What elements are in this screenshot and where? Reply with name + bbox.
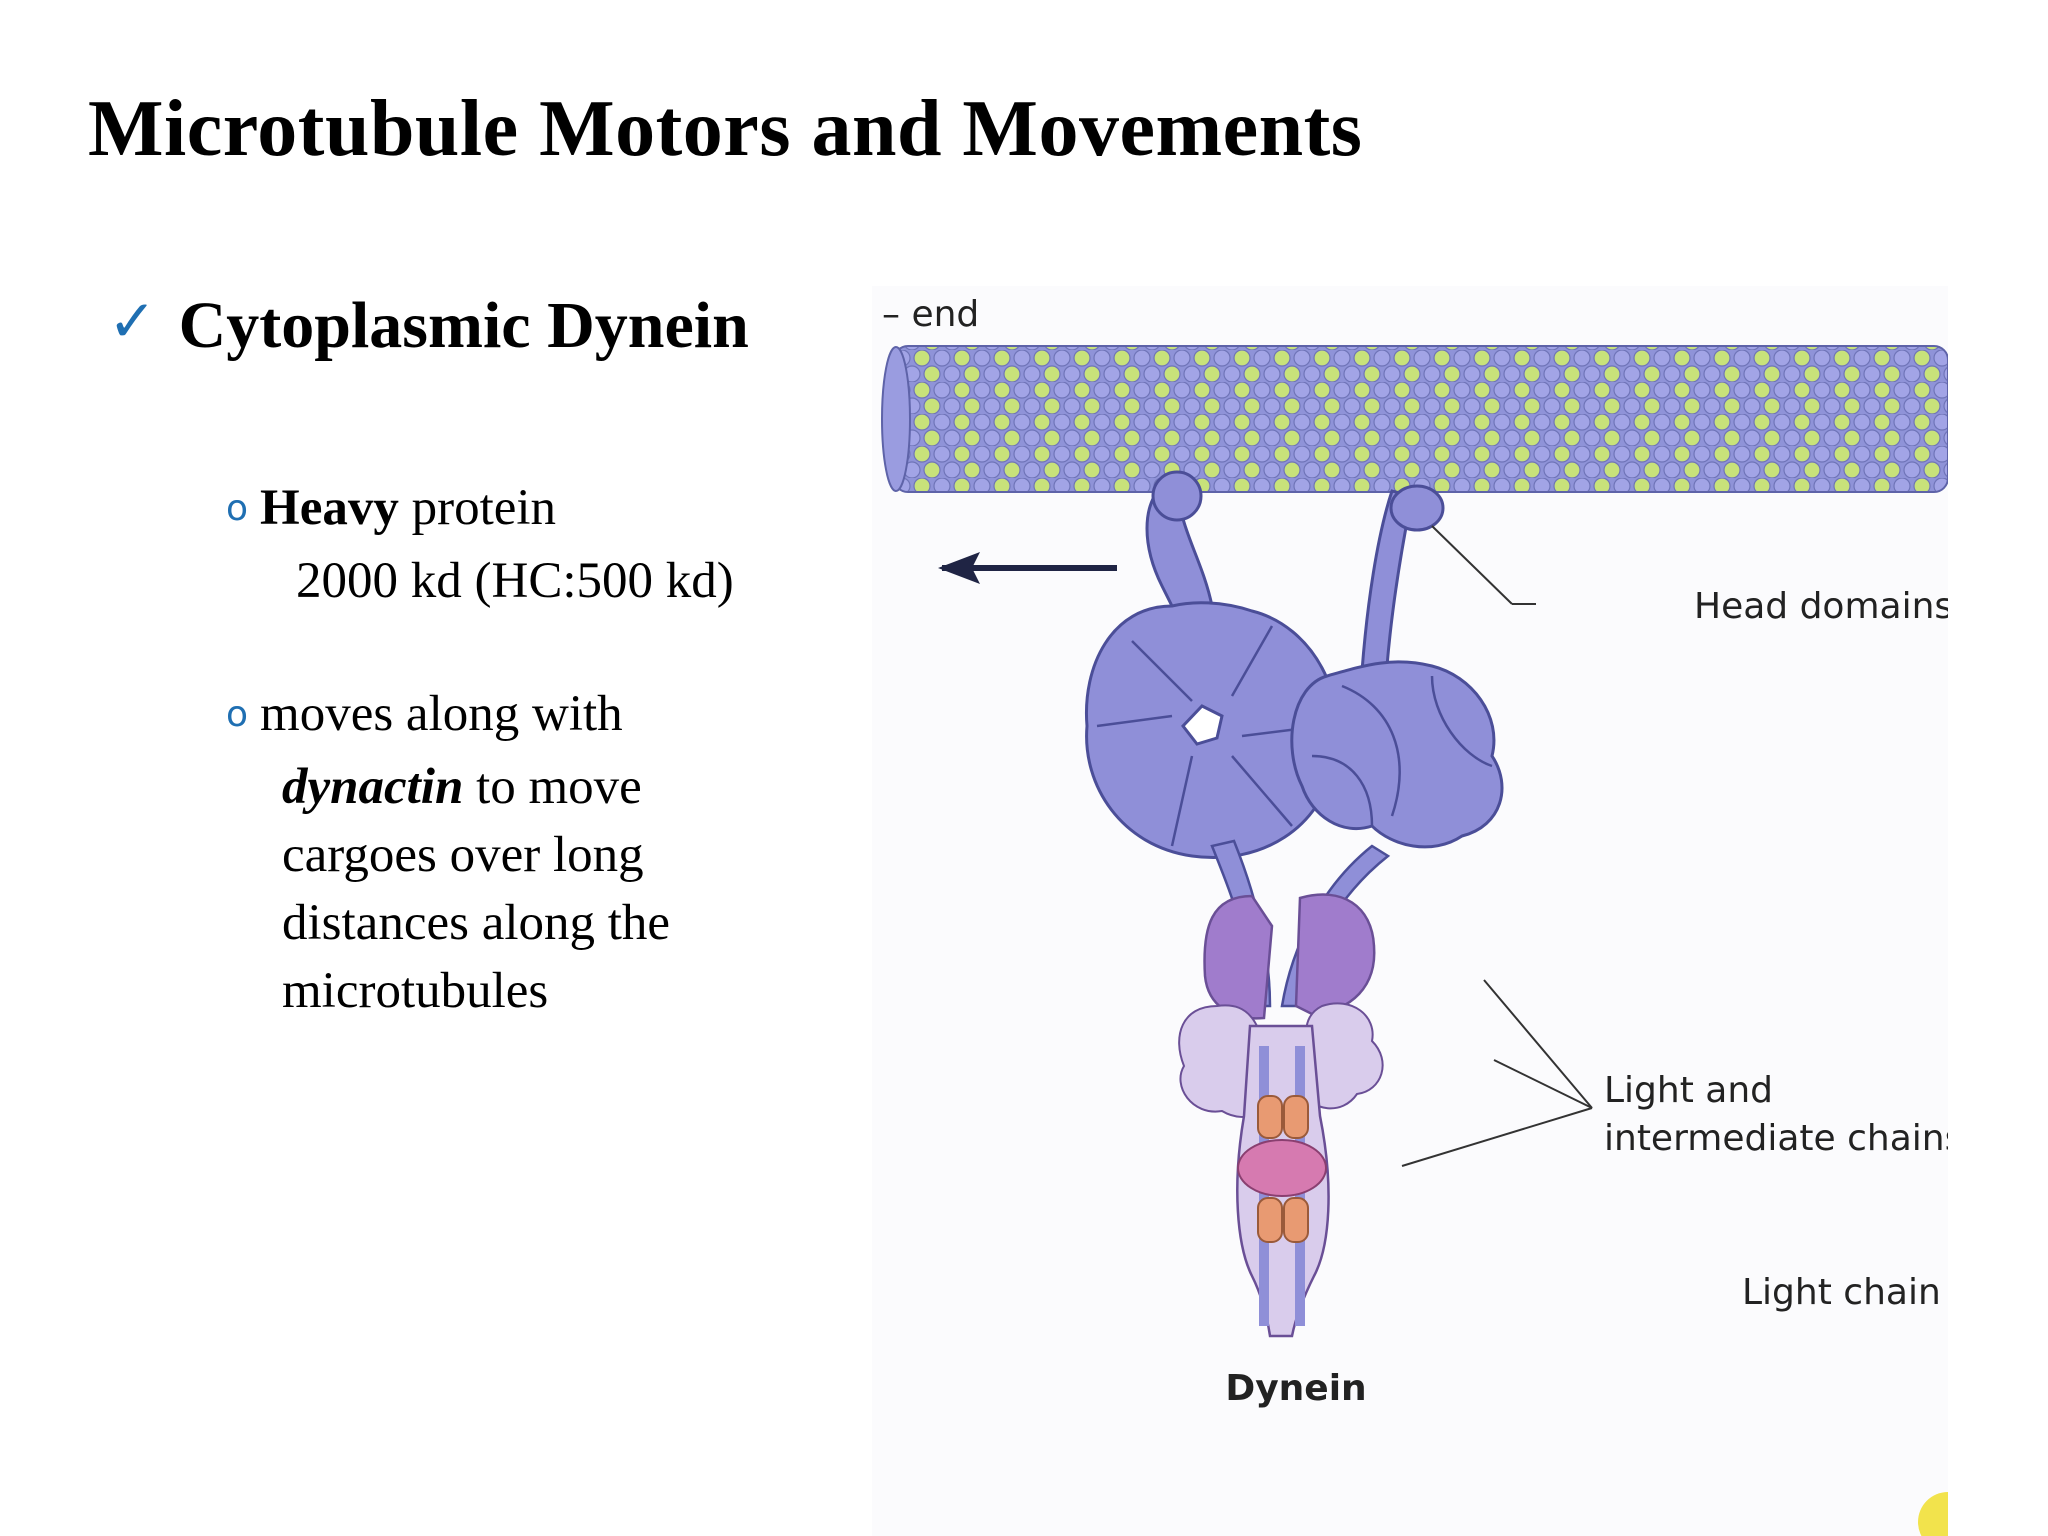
microtubule <box>881 345 1948 493</box>
dynactin-line-4: distances along the <box>282 895 671 951</box>
dynein-figure: – end <box>872 286 1948 1536</box>
dynactin-line-2: dynactin to move <box>226 753 670 821</box>
to-move-text: to move <box>463 759 642 815</box>
dynein-diagram-svg: – end <box>872 286 1948 1536</box>
bullet-heading: ✓ Cytoplasmic Dynein <box>108 288 749 364</box>
light-intermediate-label-2: intermediate chains <box>1604 1118 1948 1159</box>
dynactin-line-3: cargoes over long <box>282 827 644 883</box>
bullet-circle-icon: o <box>226 488 249 529</box>
leader-lines <box>1401 525 1593 1167</box>
protein-word: protein <box>398 480 557 536</box>
checkmark-icon: ✓ <box>108 289 157 354</box>
head-domain-tip <box>1389 484 1445 532</box>
subbullet-heavy-protein: o Heavy protein 2000 kd (HC:500 kd) <box>226 474 734 615</box>
dynactin-line-1: moves along with <box>260 686 623 742</box>
dynactin-word: dynactin <box>282 759 464 815</box>
heavy-chain-right <box>1290 484 1504 849</box>
head-domain-right <box>1290 660 1504 849</box>
direction-arrow-icon <box>938 552 1117 584</box>
subbullet-dynactin: o moves along with dynactin to move cargo… <box>226 680 670 1025</box>
light-chain-label: Light chain <box>1742 1272 1941 1313</box>
head-domains-label: Head domains <box>1694 586 1948 627</box>
bullet-circle-icon: o <box>226 694 249 735</box>
bullet-heading-text: Cytoplasmic Dynein <box>178 289 749 362</box>
molecular-weight: 2000 kd (HC:500 kd) <box>296 553 734 609</box>
heavy-word: Heavy <box>260 480 399 536</box>
heavy-chain-left <box>1084 470 1339 859</box>
light-chains-colored <box>1237 1095 1327 1243</box>
light-intermediate-label-1: Light and <box>1604 1070 1773 1111</box>
dynactin-line-5: microtubules <box>282 963 549 1019</box>
minus-end-label: – end <box>882 294 979 335</box>
cropped-yellow-shape <box>1918 1492 1948 1536</box>
dynein-label: Dynein <box>1225 1368 1366 1409</box>
slide-title: Microtubule Motors and Movements <box>88 85 1363 173</box>
